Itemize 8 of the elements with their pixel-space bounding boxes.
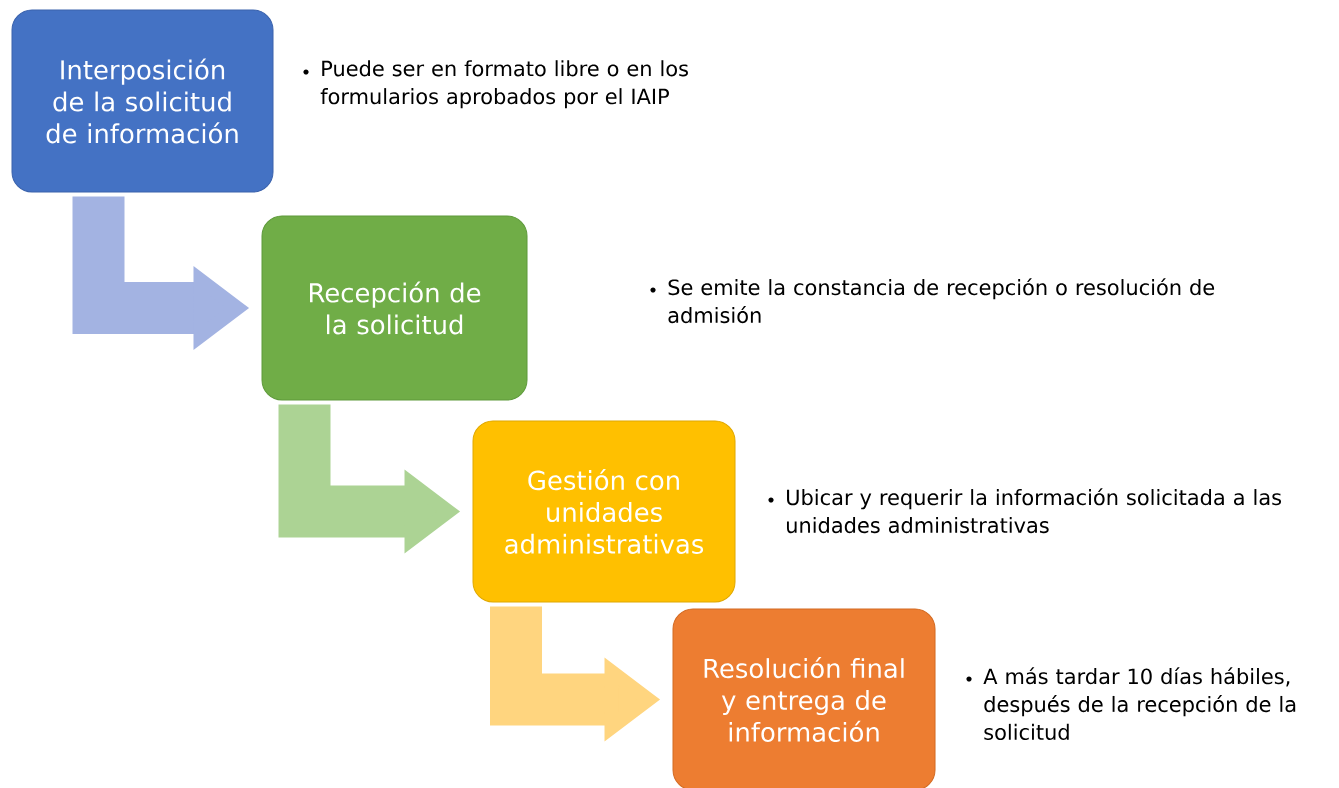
note-text: Ubicar y requerir la información solicitada a las unidades administrativas	[787, 488, 1282, 534]
note-text: A más tardar 10 días hábiles, después de la recepción de la solicitud	[983, 667, 1296, 741]
process-box: Recepción de la solicitud	[261, 215, 528, 401]
note-text: Se emite la constancia de recepción o resolución de admisión	[668, 278, 1215, 324]
note-text: Puede ser en formato libre o en los formularios aprobados por el IAIP	[320, 60, 688, 109]
process-box: Interposición de la solicitud de información	[11, 9, 274, 193]
process-box: Resolución final y entrega de información	[672, 608, 936, 788]
process-box: Gestión con unidades administrativas	[472, 420, 736, 603]
